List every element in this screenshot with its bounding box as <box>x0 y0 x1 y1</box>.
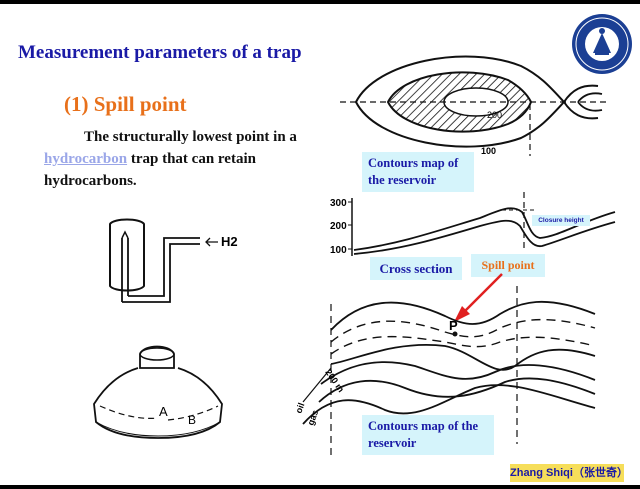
contour-map-top: 200 100 <box>340 55 610 156</box>
definition-text: The structurally lowest point in a hydro… <box>44 126 344 192</box>
slide-title: Measurement parameters of a trap <box>18 42 302 63</box>
h2-apparatus-diagram: H2 <box>109 218 238 303</box>
contour-map-bottom: P 200 m oil gas <box>295 286 596 459</box>
cross-section-graph: 300 200 100 <box>330 192 616 256</box>
author-footer: Zhang Shiqi（张世奇） <box>510 464 628 482</box>
point-p-label: P <box>449 318 458 333</box>
spill-arrow-icon <box>454 273 503 322</box>
axis-label-300: 300 <box>330 198 347 209</box>
label-spill-point: Spill point <box>471 254 545 277</box>
slide: Measurement parameters of a trap (1) Spi… <box>0 4 640 485</box>
contour-label-100: 100 <box>481 146 496 156</box>
point-b-label: B <box>188 413 196 427</box>
label-cross-section: Cross section <box>370 257 462 280</box>
label-closure-height: Closure height <box>532 215 590 226</box>
slide-subtitle: (1) Spill point <box>64 92 187 116</box>
definition-part1: The structurally lowest point in a <box>84 129 297 145</box>
contour-label-200: 200 <box>487 110 502 120</box>
oil-label: oil <box>295 401 306 414</box>
label-contours-bottom: Contours map of the reservoir <box>362 415 494 455</box>
hydrocarbon-link[interactable]: hydrocarbon <box>44 151 128 167</box>
point-a-label: A <box>159 404 168 419</box>
axis-label-100: 100 <box>330 245 347 256</box>
label-contours-top: Contours map of the reservoir <box>362 152 474 192</box>
gas-label: gas <box>305 409 320 427</box>
university-seal-icon <box>572 14 632 74</box>
axis-label-200: 200 <box>330 221 347 232</box>
dome-trap-diagram: A B <box>93 345 223 439</box>
definition-part2: trap that can retain hydrocarbons. <box>44 151 256 189</box>
h2-label: H2 <box>221 234 238 249</box>
